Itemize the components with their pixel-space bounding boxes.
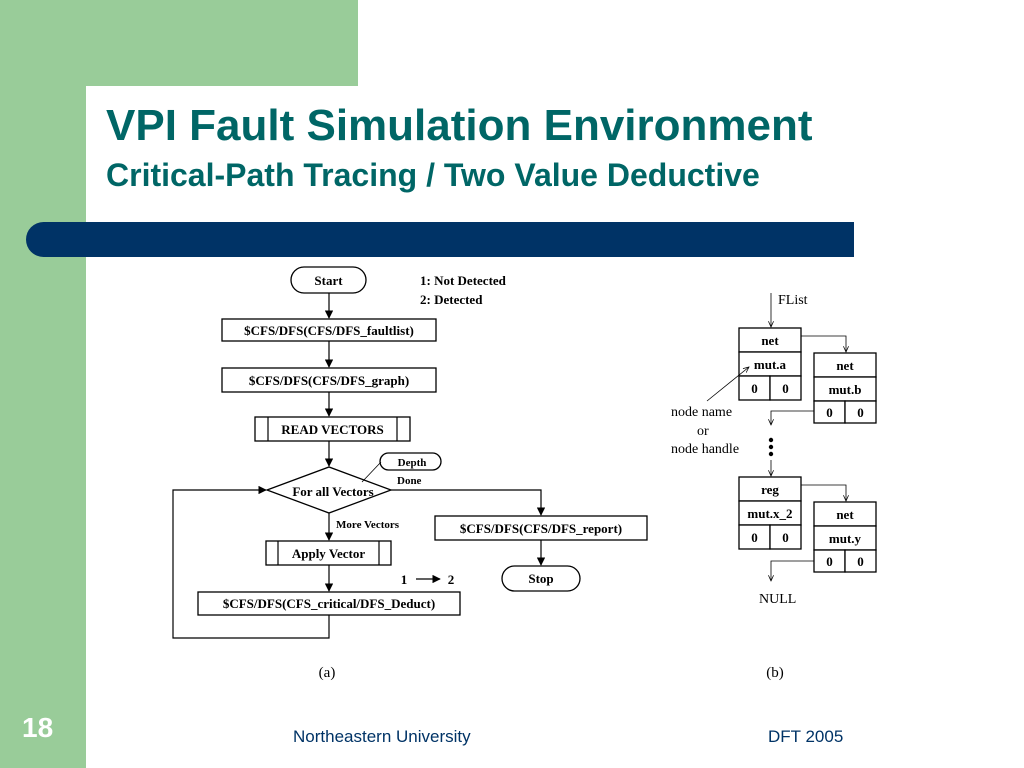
slide-subtitle: Critical-Path Tracing / Two Value Deduct… [106,157,760,193]
footer-event: DFT 2005 [768,727,844,746]
for-all-vectors-label: For all Vectors [292,484,373,499]
arrow-done-to-report [391,489,546,516]
report-label: $CFS/DFS(CFS/DFS_report) [460,521,622,536]
stop-label: Stop [528,571,553,586]
annotation-or: or [697,424,709,439]
depth-connector [361,461,382,483]
apply-vector-label: Apply Vector [292,546,366,561]
report-box [434,515,648,541]
caption-b: (b) [766,665,784,681]
ellipsis-dot-1 [768,437,774,443]
annotation-node-handle: node handle [671,442,739,457]
node-2-name-cell [813,376,877,402]
transition-to-label: 2 [448,572,455,587]
flist-node-1: net mut.a 0 0 [738,327,802,401]
ellipsis-dot-3 [768,451,774,457]
legend-not-detected: 1: Not Detected [420,273,507,288]
depth-label: Depth [398,457,427,469]
deduct-label: $CFS/DFS(CFS_critical/DFS_Deduct) [223,596,435,611]
arrow-to-null [771,560,814,581]
node-3-type-cell [738,476,802,502]
ellipsis-dot-2 [768,444,774,450]
node-2-value-2: 0 [857,405,864,420]
caption-a: (a) [319,665,336,681]
flist-node-4: net mut.y 0 0 [813,501,877,573]
annotation-node-name: node name [671,405,732,420]
node-1-value-2: 0 [782,381,789,396]
node-4-type: net [836,507,854,522]
null-label: NULL [759,592,796,607]
transition-from-label: 1 [401,572,408,587]
node-3-value-cell-1 [738,524,771,550]
node-2-type: net [836,358,854,373]
flist-head-label: FList [778,293,808,308]
done-label: Done [397,475,422,487]
slide-accent-left [0,0,86,768]
node-1-name: mut.a [754,357,787,372]
node-1-value-1: 0 [751,381,758,396]
node-3-value-2: 0 [782,530,789,545]
annotation-pointer [706,367,749,402]
arrow-node2-onward [771,410,814,425]
read-vectors-box [254,416,411,442]
node-4-value-1: 0 [826,554,833,569]
node-2-value-1: 0 [826,405,833,420]
start-label: Start [314,273,343,288]
arrow-node1-to-node2 [801,335,846,352]
node-4-value-2: 0 [857,554,864,569]
flist-structure: FList net mut.a 0 0 net mut.b 0 0 [671,293,877,681]
more-vectors-label: More Vectors [336,519,400,531]
node-3-value-1: 0 [751,530,758,545]
node-2-value-cell-2 [844,400,877,424]
slide-number: 18 [22,712,54,743]
legend-detected: 2: Detected [420,292,483,307]
footer-organization: Northeastern University [293,727,471,746]
title-underline-bar [26,222,854,257]
node-3-type: reg [761,482,779,497]
slide-title: VPI Fault Simulation Environment [106,101,813,150]
node-4-value-cell-2 [844,549,877,573]
arrow-node3-to-node4 [801,484,846,501]
flowchart: Start 1: Not Detected 2: Detected $CFS/D… [172,266,648,681]
graph-label: $CFS/DFS(CFS/DFS_graph) [249,373,409,388]
node-1-value-cell-2 [769,375,802,401]
flist-node-3: reg mut.x_2 0 0 [738,476,802,550]
flist-node-2: net mut.b 0 0 [813,352,877,424]
read-vectors-label: READ VECTORS [281,422,383,437]
stop-terminal [501,565,581,592]
node-2-name: mut.b [829,382,862,397]
apply-vector-box [265,540,392,566]
node-1-type: net [761,333,779,348]
faultlist-label: $CFS/DFS(CFS/DFS_faultlist) [244,323,414,338]
loop-back-arrow [172,485,330,639]
node-4-name: mut.y [829,531,862,546]
node-3-value-cell-2 [769,524,802,550]
node-2-type-cell [813,352,877,378]
node-3-name: mut.x_2 [747,506,792,521]
depth-terminal [379,452,442,471]
